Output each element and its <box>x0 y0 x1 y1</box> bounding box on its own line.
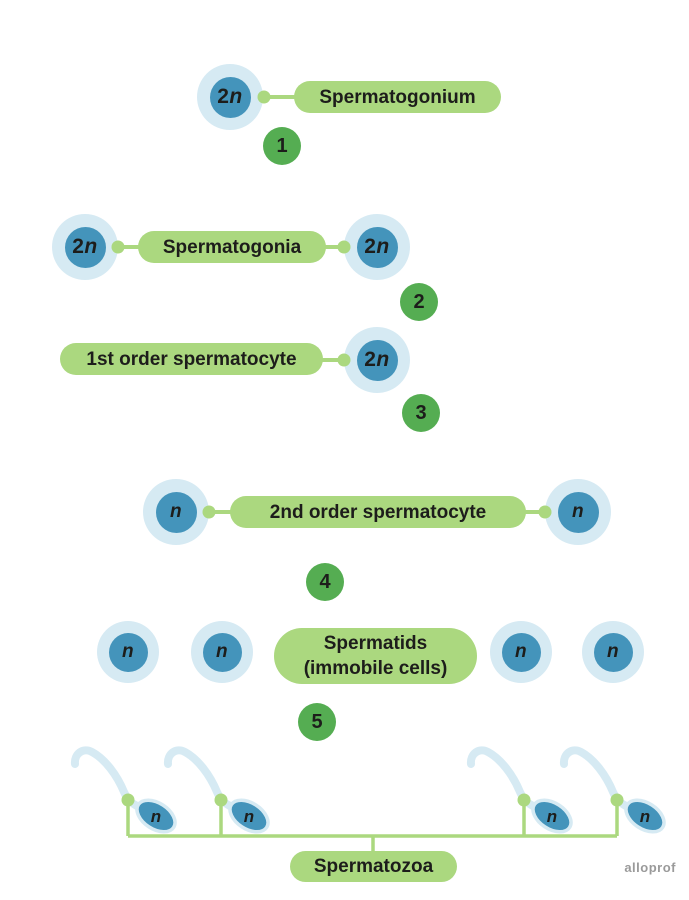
step-1-badge: 1 <box>263 127 301 165</box>
label-second-order-spermatocyte: 2nd order spermatocyte <box>230 496 526 528</box>
ploidy-n: n <box>121 641 135 662</box>
label-spermatids: Spermatids (immobile cells) <box>274 628 477 684</box>
label-spermatozoa: Spermatozoa <box>290 851 457 882</box>
connector-dot <box>214 793 228 807</box>
connector-lines <box>118 95 545 514</box>
cell-second-order-spermatocyte-right: n <box>545 479 611 545</box>
step-3-badge: 3 <box>402 394 440 432</box>
spermatozoon-ploidy-label: n <box>546 807 558 826</box>
step-5-badge: 5 <box>298 703 336 741</box>
spermatozoon-ploidy-label: n <box>150 807 162 826</box>
ploidy-n: n <box>514 641 528 662</box>
cell-nucleus: n <box>155 491 197 533</box>
ploidy-label: 2 <box>217 85 230 108</box>
ploidy-n: n <box>215 641 229 662</box>
cell-spermatid-2: n <box>191 621 253 683</box>
label-spermatogonia: Spermatogonia <box>138 231 326 263</box>
alloprof-watermark: alloprof <box>624 860 676 875</box>
ploidy-n: n <box>376 348 390 371</box>
step-4-badge: 4 <box>306 563 344 601</box>
cell-spermatid-4: n <box>582 621 644 683</box>
label-spermatids-line2: (immobile cells) <box>303 658 448 679</box>
spermatozoon-icon <box>75 750 181 838</box>
ploidy-label: 2 <box>72 235 85 258</box>
cell-second-order-spermatocyte-left: n <box>143 479 209 545</box>
cell-spermatid-3: n <box>490 621 552 683</box>
ploidy-n: n <box>606 641 620 662</box>
spermatozoon-ploidy-label: n <box>243 807 255 826</box>
ploidy-n: n <box>169 501 183 522</box>
connector-dot <box>121 793 135 807</box>
cell-spermatid-1: n <box>97 621 159 683</box>
step-2-badge: 2 <box>400 283 438 321</box>
spermatozoon-icon <box>564 750 670 838</box>
ploidy-n: n <box>229 85 243 108</box>
bracket-dots <box>121 793 624 807</box>
connector-dots <box>111 90 552 519</box>
cell-nucleus: n <box>557 491 599 533</box>
spermatozoon-ploidy-label: n <box>639 807 651 826</box>
connector-dot <box>517 793 531 807</box>
label-first-order-spermatocyte: 1st order spermatocyte <box>60 343 323 375</box>
ploidy-label: 2 <box>364 348 377 371</box>
ploidy-n: n <box>376 235 390 258</box>
cell-nucleus: n <box>108 632 148 672</box>
spermatozoon-icon <box>471 750 577 838</box>
label-spermatids-line1: Spermatids <box>323 633 428 654</box>
ploidy-n: n <box>571 501 585 522</box>
cell-nucleus: n <box>593 632 633 672</box>
cell-nucleus: n <box>202 632 242 672</box>
spermatozoon-icon <box>168 750 274 838</box>
ploidy-n: n <box>84 235 98 258</box>
spermatozoa-bracket <box>126 800 619 851</box>
cell-nucleus: n <box>501 632 541 672</box>
connector-dot <box>610 793 624 807</box>
ploidy-label: 2 <box>364 235 377 258</box>
label-spermatogonium: Spermatogonium <box>294 81 501 113</box>
